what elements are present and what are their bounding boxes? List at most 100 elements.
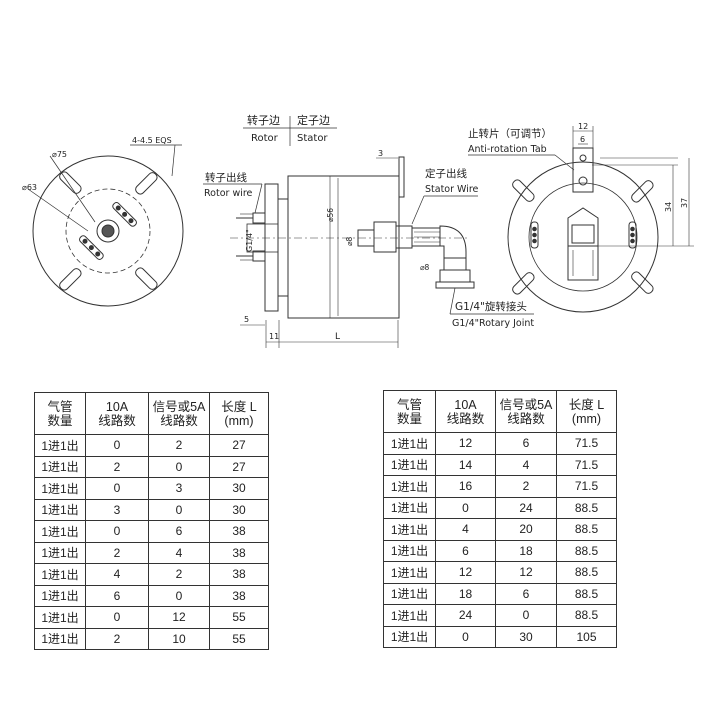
cell-air-pipe: 1进1出 (383, 453, 436, 476)
cell-signal: 2 (148, 434, 210, 457)
cell-10a: 3 (85, 498, 149, 521)
cell-10a: 2 (85, 627, 149, 650)
cell-10a: 16 (435, 475, 496, 498)
cell-air-pipe: 1进1出 (34, 584, 86, 607)
cell-air-pipe: 1进1出 (34, 455, 86, 478)
cell-length: 88.5 (556, 496, 617, 519)
cell-air-pipe: 1进1出 (383, 561, 436, 584)
dim-56: ⌀56 (326, 208, 335, 222)
cell-signal: 6 (148, 520, 210, 543)
cell-signal: 18 (495, 539, 557, 562)
cell-signal: 6 (495, 432, 557, 455)
dim-34: 34 (664, 202, 673, 212)
dim-8a: ⌀8 (345, 236, 354, 246)
cell-10a: 12 (435, 432, 496, 455)
cell-air-pipe: 1进1出 (34, 541, 86, 564)
dim-8b: ⌀8 (420, 263, 430, 272)
dim-11: 11 (269, 332, 279, 341)
cell-signal: 4 (495, 453, 557, 476)
cell-signal: 12 (148, 606, 210, 629)
technical-drawing: ⌀75 ⌀63 4-4.5 EQS (22, 113, 694, 348)
cell-length: 71.5 (556, 475, 617, 498)
cell-length: 38 (209, 563, 269, 586)
cell-10a: 4 (85, 563, 149, 586)
header-length: 长度 L (mm) (209, 392, 269, 435)
cell-air-pipe: 1进1出 (383, 496, 436, 519)
cell-signal: 2 (148, 563, 210, 586)
rotor-side-en: Rotor (251, 133, 279, 144)
cell-signal: 20 (495, 518, 557, 541)
rotor-side-cn: 转子边 (247, 113, 280, 127)
cell-signal: 0 (148, 498, 210, 521)
cell-length: 38 (209, 541, 269, 564)
cell-length: 88.5 (556, 539, 617, 562)
cell-length: 88.5 (556, 604, 617, 627)
cell-air-pipe: 1进1出 (383, 604, 436, 627)
dim-L: L (335, 332, 340, 342)
header-air-pipe: 气管 数量 (34, 392, 86, 435)
cell-air-pipe: 1进1出 (383, 582, 436, 605)
cell-10a: 0 (85, 434, 149, 457)
cell-length: 71.5 (556, 432, 617, 455)
cell-air-pipe: 1进1出 (383, 625, 436, 648)
dim-6: 6 (580, 135, 585, 144)
cell-10a: 18 (435, 582, 496, 605)
rear-view-labels: 止转片（可调节） Anti-rotation Tab 12 6 34 37 (468, 122, 689, 212)
header-10a-circuits: 10A 线路数 (85, 392, 149, 435)
cell-length: 55 (209, 627, 269, 650)
cell-length: 38 (209, 584, 269, 607)
rotary-joint-en: G1/4"Rotary Joint (452, 318, 534, 329)
cell-10a: 0 (85, 520, 149, 543)
cell-10a: 14 (435, 453, 496, 476)
cell-10a: 2 (85, 541, 149, 564)
cell-length: 55 (209, 606, 269, 629)
cell-10a: 24 (435, 604, 496, 627)
table-header-row: 气管 数量 10A 线路数 信号或5A 线路数 长度 L (mm) (34, 392, 269, 435)
front-dim-holes: 4-4.5 EQS (132, 136, 172, 145)
cell-air-pipe: 1进1出 (34, 627, 86, 650)
cell-signal: 0 (148, 455, 210, 478)
dim-37: 37 (680, 198, 689, 208)
stator-wire-cn: 定子出线 (425, 167, 467, 180)
cell-air-pipe: 1进1出 (34, 563, 86, 586)
cell-length: 71.5 (556, 453, 617, 476)
cell-length: 27 (209, 455, 269, 478)
cell-signal: 3 (148, 477, 210, 500)
header-length: 长度 L (mm) (556, 390, 617, 433)
cell-10a: 2 (85, 455, 149, 478)
cell-air-pipe: 1进1出 (383, 475, 436, 498)
header-10a-circuits: 10A 线路数 (435, 390, 496, 433)
cell-air-pipe: 1进1出 (383, 432, 436, 455)
cell-10a: 0 (85, 477, 149, 500)
cell-length: 105 (556, 625, 617, 648)
cell-air-pipe: 1进1出 (383, 518, 436, 541)
header-air-pipe: 气管 数量 (383, 390, 436, 433)
header-signal-circuits: 信号或5A 线路数 (495, 390, 557, 433)
cell-signal: 6 (495, 582, 557, 605)
dim-g14: G1/4" (245, 229, 254, 252)
side-view-labels: 转子边 Rotor 定子边 Stator 转子出线 Rotor wire 定子出… (204, 113, 534, 342)
rotor-wire-en: Rotor wire (204, 188, 253, 199)
cell-10a: 12 (435, 561, 496, 584)
side-view (203, 116, 534, 348)
cell-10a: 0 (435, 496, 496, 519)
cell-length: 38 (209, 520, 269, 543)
cell-length: 88.5 (556, 582, 617, 605)
front-view (27, 144, 184, 307)
cell-10a: 6 (85, 584, 149, 607)
cell-10a: 6 (435, 539, 496, 562)
